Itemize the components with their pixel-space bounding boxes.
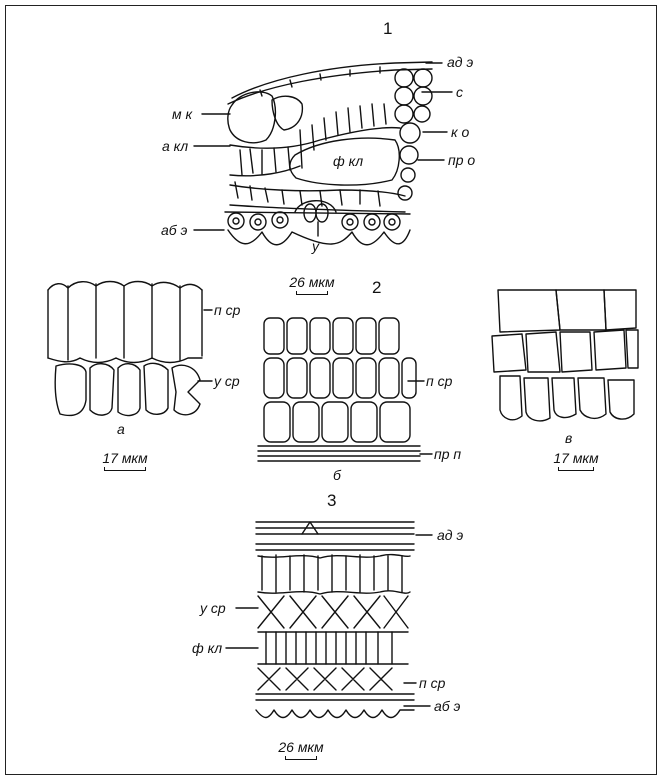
panel2b-drawing — [258, 318, 432, 461]
label-s: с — [456, 84, 463, 100]
label-pcr-3: п ср — [419, 675, 445, 691]
label-ad-e-3: ад э — [437, 527, 463, 543]
scale-bar-panel3: 26 мкм — [270, 739, 332, 760]
label-ad-e-1: ад э — [447, 54, 473, 70]
label-abe-1: аб э — [161, 222, 187, 238]
panel1-drawing — [194, 62, 452, 245]
label-fkl-1: ф кл — [333, 153, 363, 169]
label-pro: пр о — [448, 152, 475, 168]
label-u: у — [312, 238, 319, 254]
label-fkl-3: ф кл — [192, 640, 222, 656]
label-abe-3: аб э — [434, 698, 460, 714]
panel-number-2: 2 — [372, 279, 381, 297]
scale-bar-panel2v: 17 мкм — [545, 450, 607, 471]
label-ucr: у ср — [200, 600, 226, 616]
label-a-ucr: у ср — [214, 373, 240, 389]
scale-label-panel2a: 17 мкм — [102, 450, 147, 466]
sublabel-a: а — [117, 421, 125, 437]
panel2a-drawing — [48, 282, 212, 416]
label-b-pcr: п ср — [426, 373, 452, 389]
label-b-prp: пр п — [434, 446, 461, 462]
scale-bar-panel1: 26 мкм — [282, 274, 342, 295]
label-mk: м к — [172, 106, 192, 122]
scale-bar-panel2a: 17 мкм — [94, 450, 156, 471]
label-ko: к о — [451, 124, 469, 140]
sublabel-b: б — [333, 467, 341, 483]
scale-label-panel3: 26 мкм — [278, 739, 323, 755]
panel-number-1: 1 — [383, 20, 392, 38]
label-a-pcr: п ср — [214, 302, 240, 318]
scale-label-panel1: 26 мкм — [289, 274, 334, 290]
panel-number-3: 3 — [327, 492, 336, 510]
scale-label-panel2v: 17 мкм — [553, 450, 598, 466]
panel2v-drawing — [492, 290, 638, 421]
label-akl: а кл — [162, 138, 188, 154]
sublabel-v: в — [565, 430, 572, 446]
panel3-drawing — [226, 522, 432, 718]
